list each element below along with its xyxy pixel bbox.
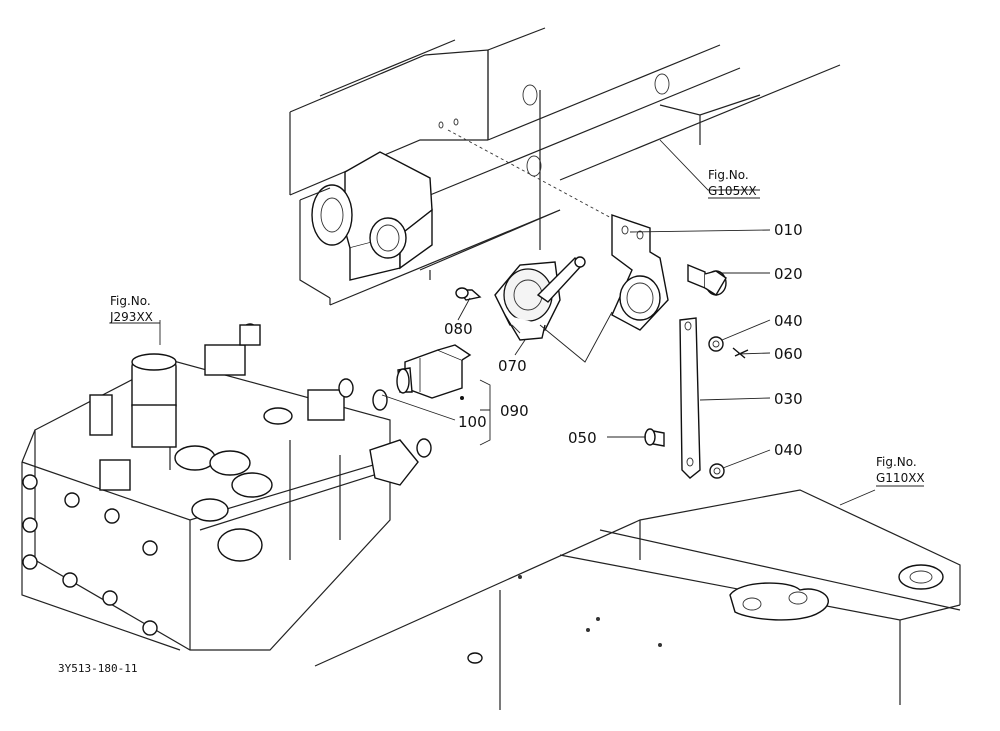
fig-ref-label: Fig.No. — [110, 294, 151, 308]
callout-060: 060 — [774, 345, 803, 363]
callout-080: 080 — [444, 320, 473, 338]
bolt-080 — [455, 287, 482, 301]
fig-ref-number: G105XX — [708, 184, 757, 198]
bracket-plate — [611, 214, 669, 331]
bolt-020 — [687, 263, 727, 296]
diagram-code: 3Y513-180-11 — [58, 662, 137, 675]
callouts: 010 020 040 060 030 040 050 080 070 100 … — [444, 221, 803, 459]
lower-frame — [314, 489, 961, 710]
callout-070: 070 — [498, 357, 527, 375]
link-rod — [679, 317, 701, 479]
fig-ref-j293[interactable]: Fig.No. J293XX — [109, 294, 153, 324]
callout-040-upper: 040 — [774, 312, 803, 330]
position-sensor — [494, 256, 586, 341]
fig-ref-g110[interactable]: Fig.No. G110XX — [876, 455, 925, 485]
callout-050: 050 — [568, 429, 597, 447]
fig-ref-label: Fig.No. — [708, 168, 749, 182]
callout-020: 020 — [774, 265, 803, 283]
fig-ref-label: Fig.No. — [876, 455, 917, 469]
pressure-switch — [372, 344, 472, 411]
small-hardware — [644, 336, 749, 479]
fig-ref-number: J293XX — [109, 310, 153, 324]
leader-lines — [159, 139, 876, 506]
callout-040-lower: 040 — [774, 441, 803, 459]
callout-010: 010 — [774, 221, 803, 239]
callout-090: 090 — [500, 402, 529, 420]
callout-030: 030 — [774, 390, 803, 408]
upper-frame — [289, 27, 841, 306]
control-valve — [21, 323, 432, 651]
fig-ref-number: G110XX — [876, 471, 925, 485]
callout-100: 100 — [458, 413, 487, 431]
fig-ref-g105[interactable]: Fig.No. G105XX — [708, 168, 757, 198]
